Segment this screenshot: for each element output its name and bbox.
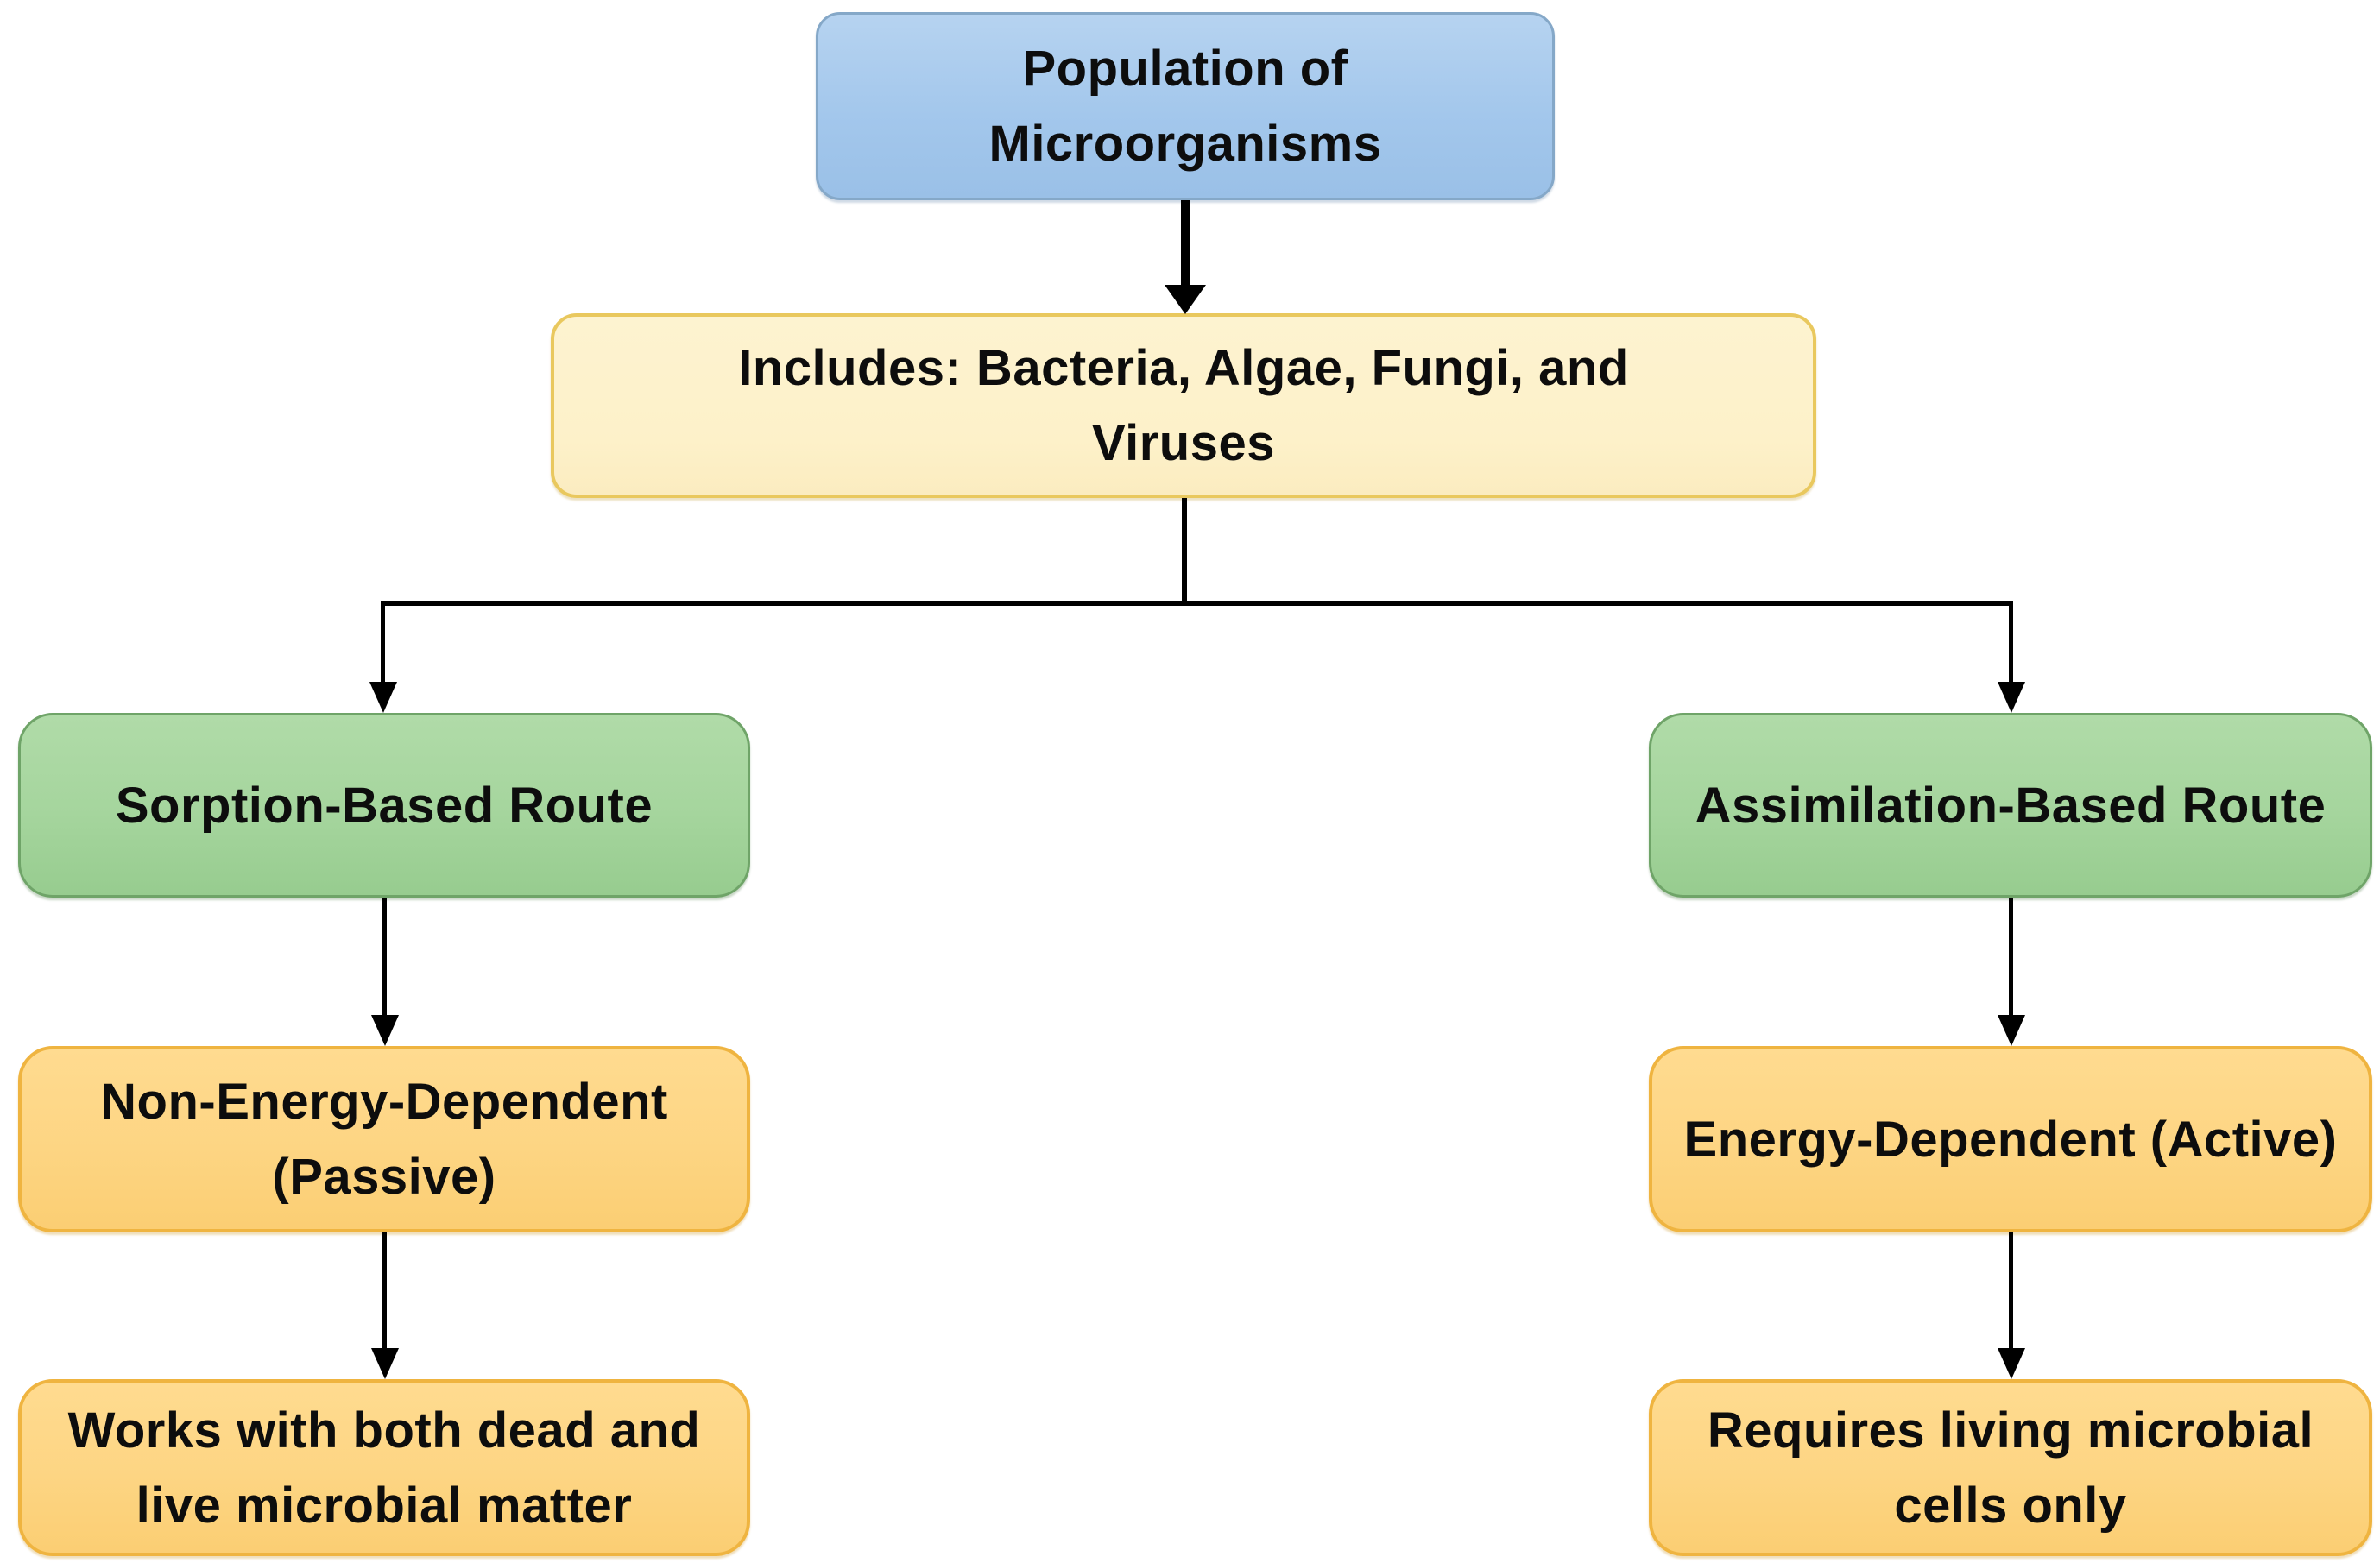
node-assimilation-based-route: Assimilation-Based Route [1649, 713, 2372, 898]
node-assimilation-label: Assimilation-Based Route [1695, 777, 2326, 834]
node-passive-label: Non-Energy-Dependent (Passive) [100, 1074, 668, 1205]
edge-sorption-to-passive-arrowhead-icon [371, 1015, 399, 1046]
edge-passive-to-dead-live-arrowhead-icon [371, 1348, 399, 1379]
node-living-only-label: Requires living microbial cells only [1707, 1402, 2314, 1534]
node-dead-live-label: Works with both dead and live microbial … [67, 1402, 701, 1534]
node-works-with-dead-and-live-matter: Works with both dead and live microbial … [18, 1379, 750, 1556]
branch-horizontal-line [381, 601, 2013, 606]
node-non-energy-dependent-passive: Non-Energy-Dependent (Passive) [18, 1046, 750, 1232]
node-includes-label: Includes: Bacteria, Algae, Fungi, and Vi… [738, 340, 1629, 471]
edge-branch-to-sorption-stem [381, 601, 385, 684]
edge-passive-to-dead-live-stem [382, 1232, 387, 1352]
edge-assimilation-to-active-arrowhead-icon [1998, 1015, 2025, 1046]
edge-population-to-includes-stem [1181, 200, 1190, 287]
edge-active-to-living-only-arrowhead-icon [1998, 1348, 2025, 1379]
node-population-label: Population of Microorganisms [988, 41, 1382, 172]
node-population-of-microorganisms: Population of Microorganisms [816, 12, 1555, 200]
edge-branch-to-sorption-arrowhead-icon [369, 682, 397, 713]
edge-population-to-includes-arrowhead-icon [1165, 285, 1206, 314]
edge-assimilation-to-active-stem [2009, 898, 2013, 1018]
node-sorption-based-route: Sorption-Based Route [18, 713, 750, 898]
node-energy-dependent-active: Energy-Dependent (Active) [1649, 1046, 2372, 1232]
edge-active-to-living-only-stem [2009, 1232, 2013, 1352]
node-includes-bacteria-algae-fungi-viruses: Includes: Bacteria, Algae, Fungi, and Vi… [551, 313, 1816, 498]
edge-sorption-to-passive-stem [382, 898, 387, 1018]
edge-branch-to-assimilation-stem [2009, 601, 2013, 684]
edge-branch-to-assimilation-arrowhead-icon [1998, 682, 2025, 713]
node-active-label: Energy-Dependent (Active) [1683, 1111, 2338, 1168]
node-requires-living-cells-only: Requires living microbial cells only [1649, 1379, 2372, 1556]
edge-includes-branch-stem [1182, 498, 1187, 606]
node-sorption-label: Sorption-Based Route [115, 777, 653, 834]
